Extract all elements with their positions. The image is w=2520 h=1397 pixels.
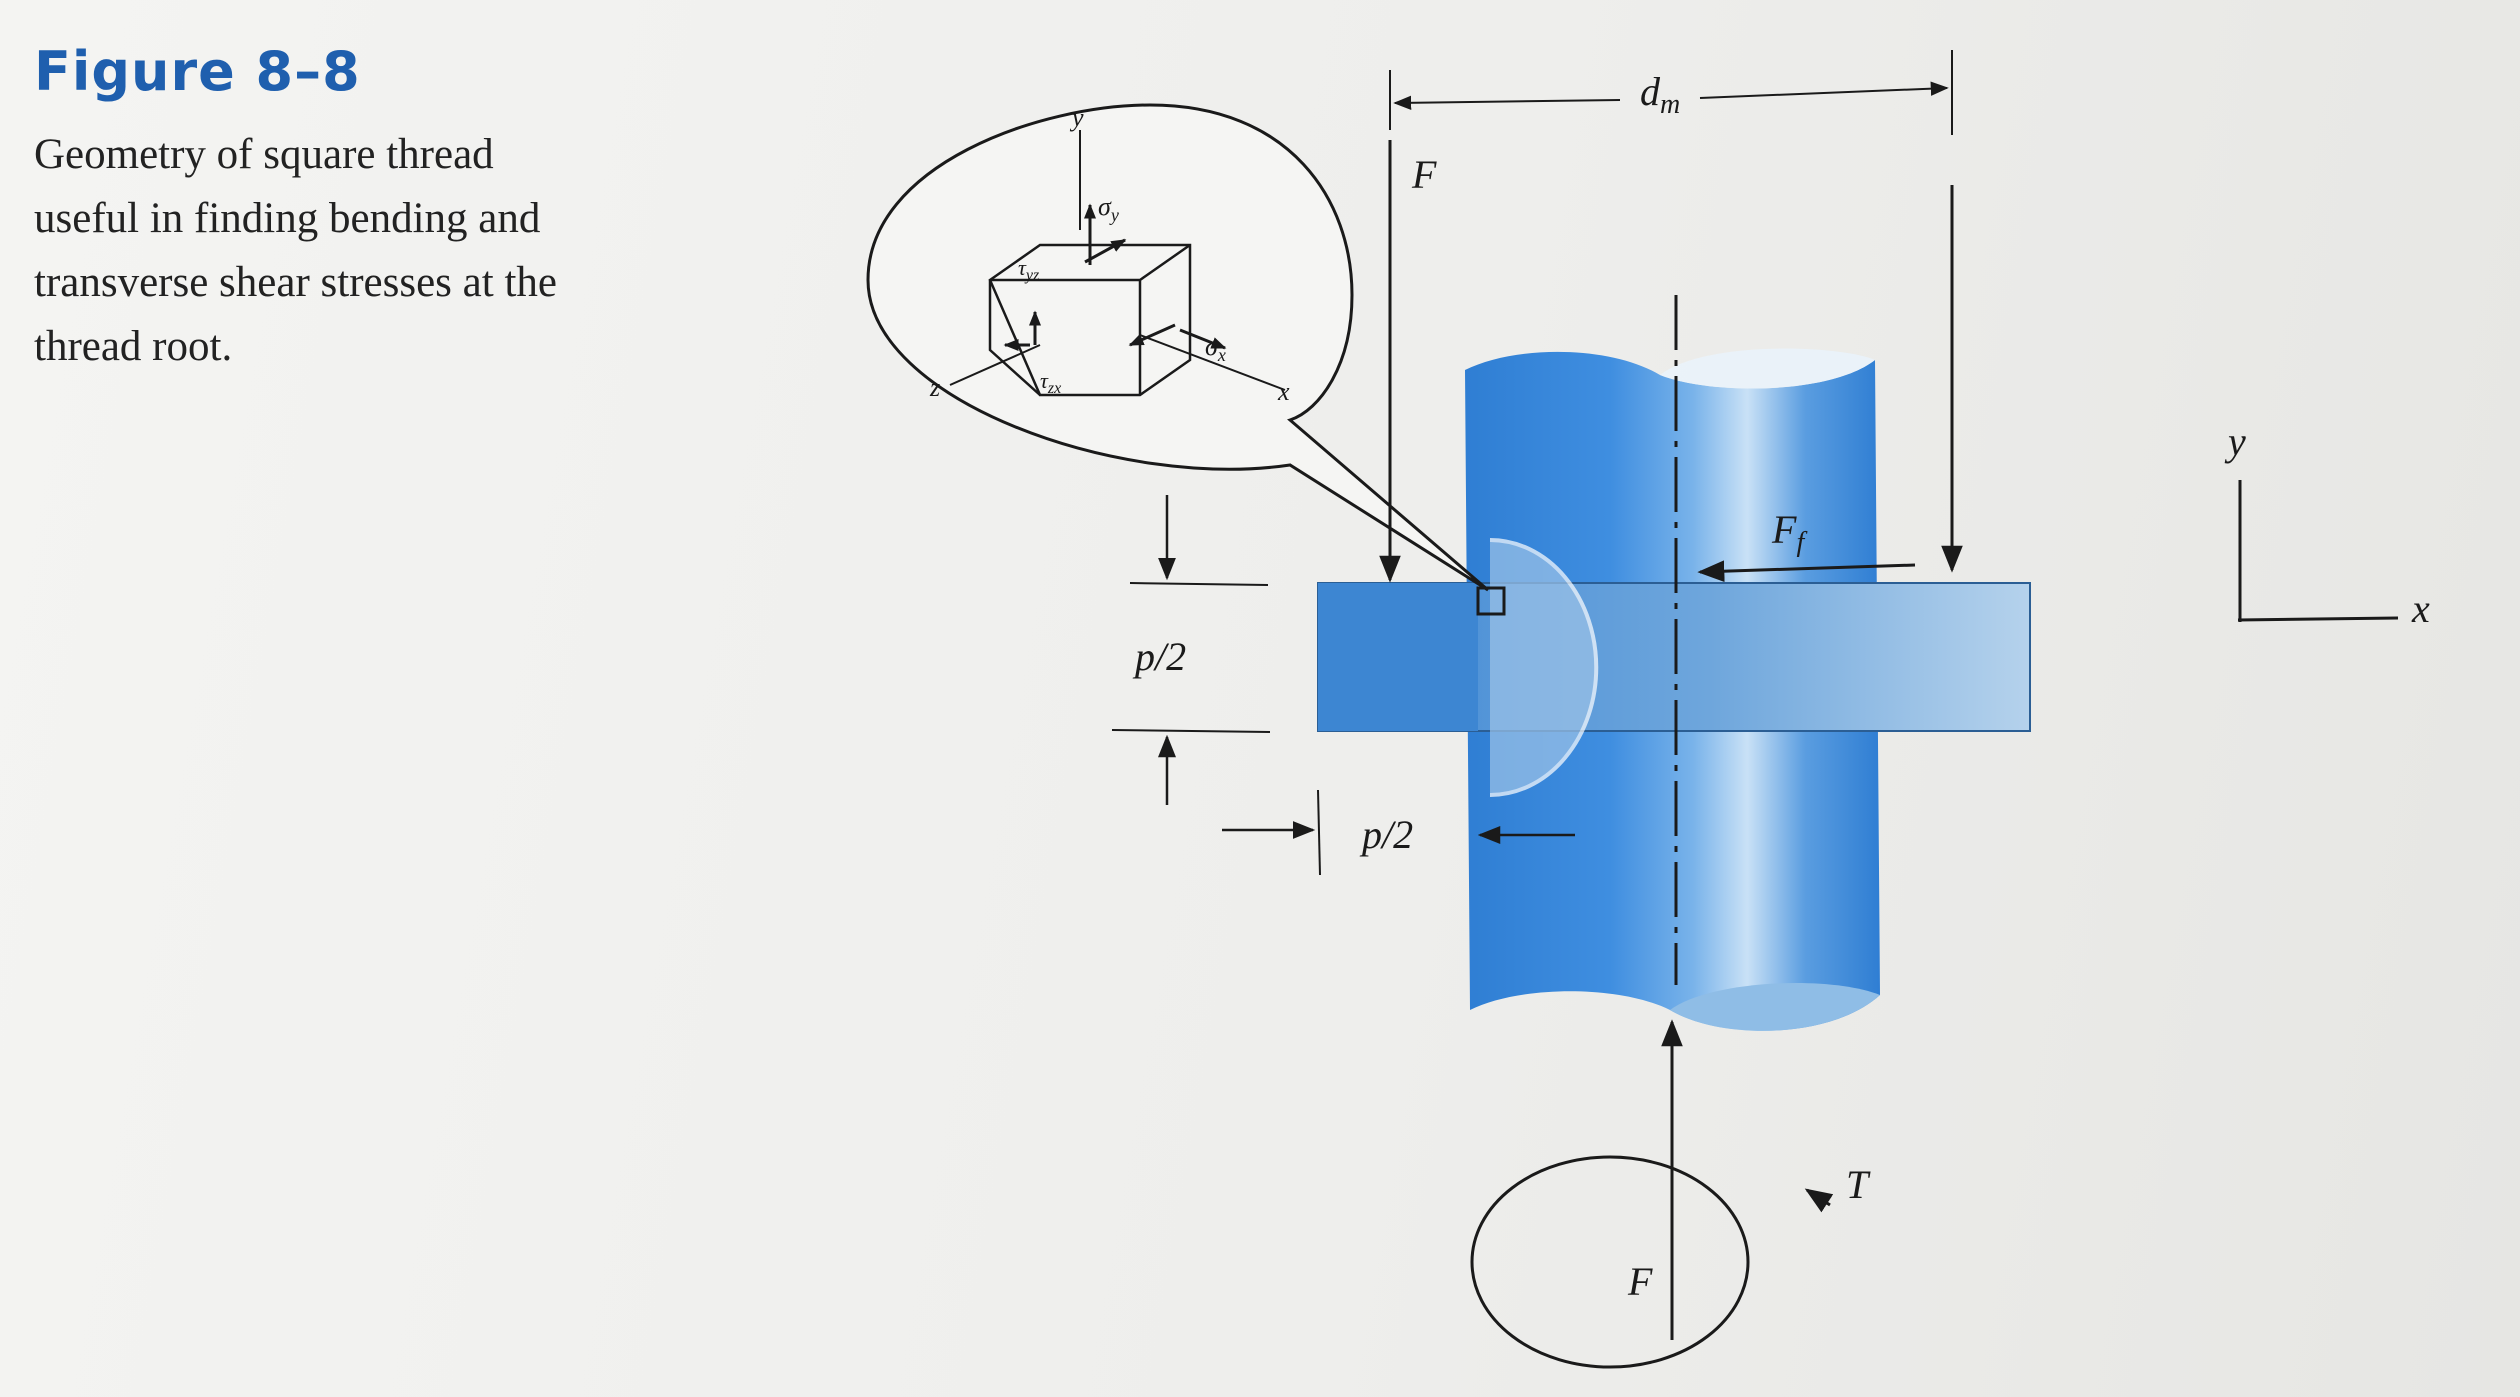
caption-line: useful in finding bending and (34, 195, 541, 242)
caption-line: transverse shear stresses at the (34, 259, 557, 306)
caption-line: thread root. (34, 323, 233, 370)
inset-z-label: z (929, 373, 940, 402)
tau-yz-label: τyz (1018, 255, 1040, 284)
tau-zx-label: τzx (1040, 368, 1061, 397)
thread-plate (1317, 582, 2031, 732)
friction-force-label: Ff (1771, 507, 1807, 558)
mean-diameter-dimension (1389, 50, 1953, 135)
top-force-label: F (1411, 152, 1437, 197)
sigma-x-label: σx (1205, 332, 1226, 365)
axis-x-label: x (2411, 586, 2430, 631)
thread-root-highlight (1489, 538, 1599, 797)
sigma-y-label: σy (1098, 192, 1119, 225)
inset-x-label: x (1277, 377, 1290, 406)
caption-line: Geometry of square thread (34, 131, 494, 178)
pitch-horizontal-dimension (1222, 789, 1575, 876)
torque-loop (1470, 1155, 1750, 1369)
pitch-vertical-label: p/2 (1132, 634, 1186, 679)
pitch-horizontal-label: p/2 (1359, 812, 1413, 857)
figure-label: Figure 8–8 (34, 40, 361, 103)
friction-force-arrow (1697, 560, 1916, 583)
root-element-square (1476, 586, 1506, 616)
stress-element-inset (866, 103, 1489, 592)
global-axes (2237, 480, 2399, 622)
torque-arrow (1804, 1188, 1834, 1213)
axis-y-label: y (2224, 419, 2246, 464)
figure-caption: Geometry of square thread useful in find… (34, 123, 754, 379)
torque-label: T (1846, 1162, 1871, 1207)
mean-diameter-label: dm (1640, 69, 1680, 120)
pitch-vertical-dimension (1111, 495, 1271, 805)
inset-y-label: y (1069, 103, 1084, 132)
bottom-force-label: F (1627, 1259, 1653, 1304)
figure-caption-block: Figure 8–8 Geometry of square thread use… (34, 40, 754, 379)
